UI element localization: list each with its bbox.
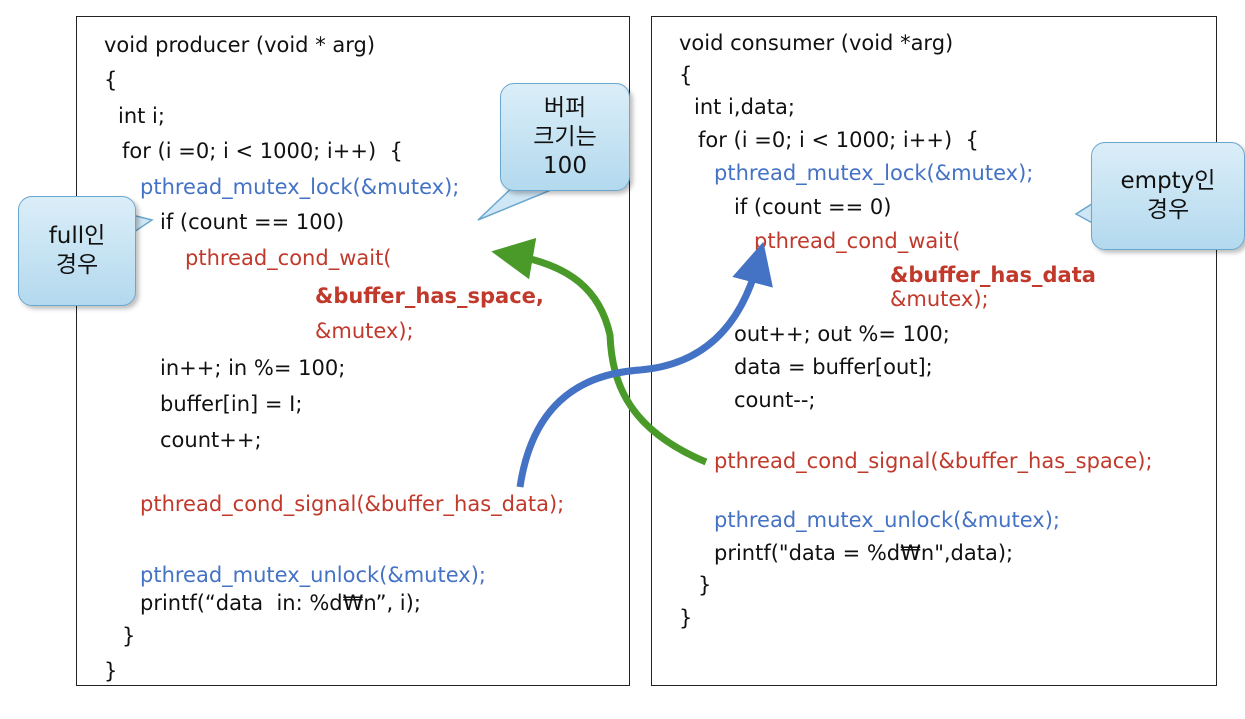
producer-mutex-unlock: pthread_mutex_unlock(&mutex); <box>140 563 486 587</box>
producer-if-full: if (count == 100) <box>160 210 345 234</box>
consumer-out-increment: out++; out %= 100; <box>734 322 950 346</box>
producer-count-increment: count++; <box>160 428 262 452</box>
full-callout-line1: full인 <box>48 223 106 249</box>
empty-callout-line1: empty인 <box>1120 168 1216 194</box>
consumer-cond-wait-arg2: &mutex); <box>890 287 989 311</box>
producer-in-increment: in++; in %= 100; <box>160 356 346 380</box>
consumer-printf: printf("data = %d₩n",data); <box>714 541 1014 565</box>
consumer-signature: void consumer (void *arg) <box>679 31 954 55</box>
consumer-mutex-lock: pthread_mutex_lock(&mutex); <box>714 161 1034 185</box>
consumer-mutex-unlock: pthread_mutex_unlock(&mutex); <box>714 508 1060 532</box>
producer-cond-signal: pthread_cond_signal(&buffer_has_data); <box>140 492 565 516</box>
empty-callout-line2: 경우 <box>1146 197 1190 223</box>
buffer-callout-line1: 버퍼 <box>543 94 587 121</box>
producer-signature: void producer (void * arg) <box>104 33 376 57</box>
producer-cond-wait: pthread_cond_wait( <box>185 246 392 270</box>
full-callout-line2: 경우 <box>55 252 99 278</box>
producer-mutex-lock: pthread_mutex_lock(&mutex); <box>140 175 460 199</box>
producer-printf: printf(“data in: %d₩n”, i); <box>140 591 421 615</box>
consumer-data-assign: data = buffer[out]; <box>734 355 933 379</box>
consumer-close-brace: } <box>679 606 693 630</box>
consumer-cond-wait: pthread_cond_wait( <box>754 229 961 253</box>
producer-cond-wait-arg2: &mutex); <box>315 319 414 343</box>
producer-cond-wait-arg1: &buffer_has_space, <box>315 284 544 308</box>
consumer-count-decrement: count--; <box>734 388 816 412</box>
producer-open-brace: { <box>104 68 118 92</box>
buffer-callout-line3: 100 <box>543 152 587 179</box>
consumer-close-loop: } <box>698 573 712 597</box>
buffer-size-callout: 버퍼 크기는 100 <box>500 83 630 191</box>
producer-close-brace: } <box>104 659 118 683</box>
producer-decl: int i; <box>118 104 165 128</box>
empty-case-callout: empty인 경우 <box>1091 142 1245 250</box>
consumer-cond-signal: pthread_cond_signal(&buffer_has_space); <box>714 449 1153 473</box>
consumer-if-empty: if (count == 0) <box>734 195 892 219</box>
consumer-open-brace: { <box>679 63 693 87</box>
consumer-for-loop: for (i =0; i < 1000; i++) { <box>698 128 979 152</box>
buffer-callout-line2: 크기는 <box>533 123 597 150</box>
full-case-callout: full인 경우 <box>18 196 136 306</box>
producer-buffer-assign: buffer[in] = I; <box>160 392 303 416</box>
consumer-cond-wait-arg1: &buffer_has_data <box>890 263 1096 287</box>
producer-close-loop: } <box>122 624 136 648</box>
producer-for-loop: for (i =0; i < 1000; i++) { <box>122 139 403 163</box>
consumer-decl: int i,data; <box>694 95 795 119</box>
